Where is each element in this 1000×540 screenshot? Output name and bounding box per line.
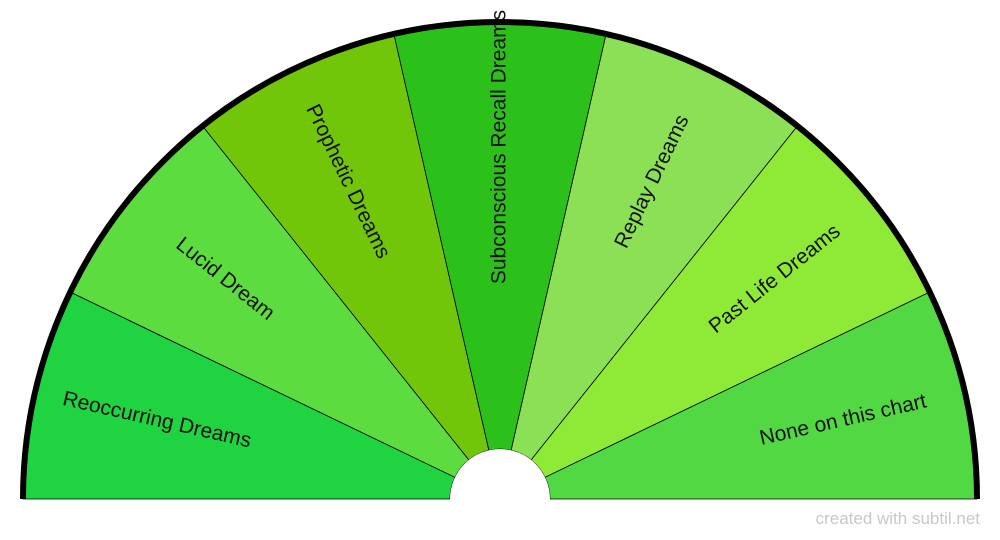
chart-segments: [22, 21, 978, 500]
credit-text: created with subtil.net: [815, 509, 980, 528]
segment-label: Subconscious Recall Dreams: [488, 10, 511, 284]
chart-center-hole: [450, 449, 550, 540]
chart-outer-rim: [20, 19, 980, 500]
